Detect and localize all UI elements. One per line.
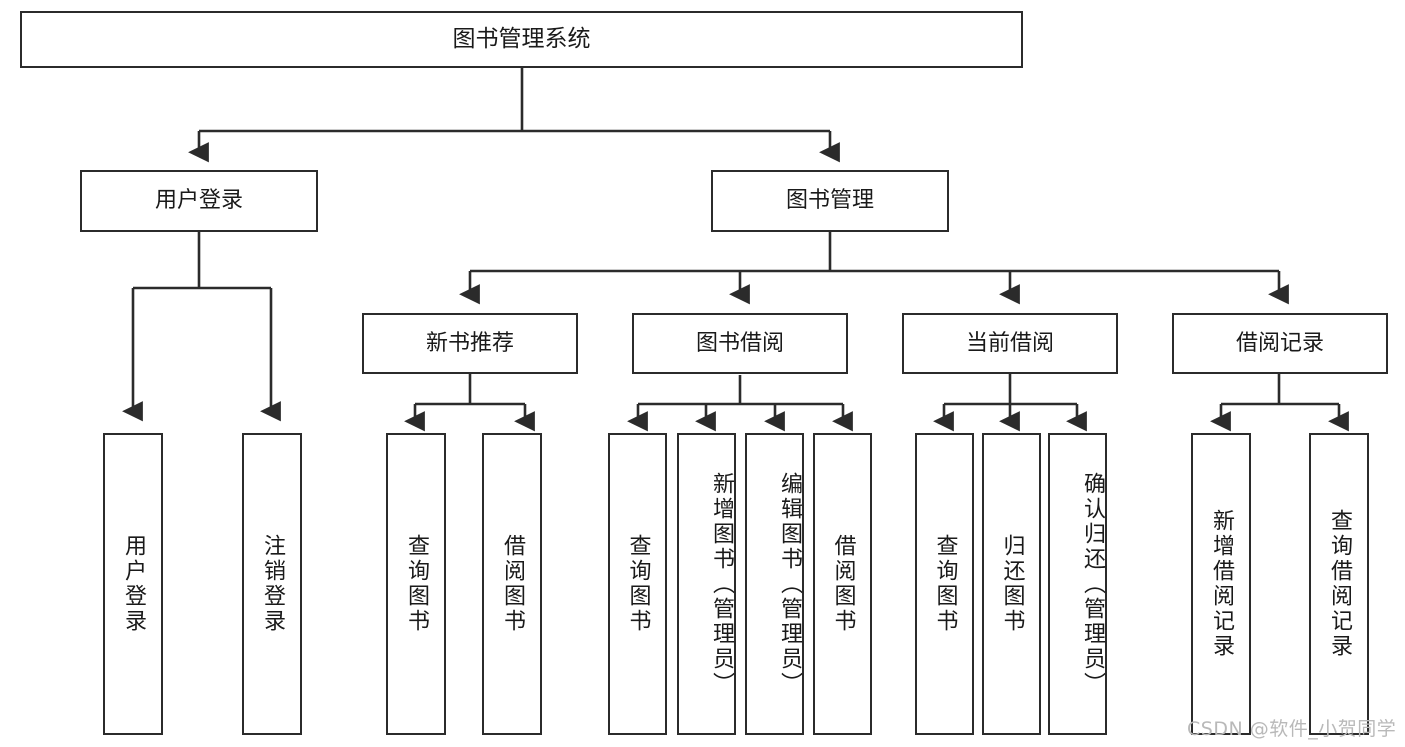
node-new-book-recommend[interactable]: 新书推荐	[362, 313, 578, 374]
node-new-book-recommend-label: 新书推荐	[425, 330, 514, 356]
node-leaf-user-login-label: 用户登录	[120, 534, 146, 634]
node-leaf-add-record-label: 新增借阅记录	[1208, 509, 1234, 659]
node-book-borrow[interactable]: 图书借阅	[632, 313, 848, 374]
node-current-borrow[interactable]: 当前借阅	[902, 313, 1118, 374]
node-leaf-edit-book-label: 编辑图书（管理员）	[777, 471, 802, 697]
node-book-borrow-label: 图书借阅	[695, 330, 784, 356]
node-user-login[interactable]: 用户登录	[80, 170, 318, 232]
node-current-borrow-label: 当前借阅	[965, 330, 1054, 356]
node-leaf-edit-book[interactable]: 编辑图书（管理员）	[745, 433, 804, 735]
node-leaf-query-book-1-label: 查询图书	[403, 534, 429, 634]
node-leaf-query-record[interactable]: 查询借阅记录	[1309, 433, 1369, 735]
node-borrow-record-label: 借阅记录	[1235, 330, 1324, 356]
node-leaf-logout-login-label: 注销登录	[259, 534, 285, 634]
node-book-management-label: 图书管理	[785, 188, 874, 214]
node-leaf-query-book-2-label: 查询图书	[625, 534, 651, 634]
csdn-watermark: CSDN @软件_小贺同学	[1187, 718, 1397, 740]
node-leaf-query-book-3[interactable]: 查询图书	[915, 433, 974, 735]
node-leaf-query-book-1[interactable]: 查询图书	[386, 433, 446, 735]
node-leaf-user-login[interactable]: 用户登录	[103, 433, 163, 735]
node-root[interactable]: 图书管理系统	[20, 11, 1023, 68]
node-user-login-label: 用户登录	[154, 188, 243, 214]
node-leaf-query-record-label: 查询借阅记录	[1326, 509, 1352, 659]
node-root-label: 图书管理系统	[452, 25, 591, 52]
node-leaf-return-book[interactable]: 归还图书	[982, 433, 1041, 735]
node-leaf-add-book[interactable]: 新增图书（管理员）	[677, 433, 736, 735]
node-leaf-query-book-2[interactable]: 查询图书	[608, 433, 667, 735]
node-book-management[interactable]: 图书管理	[711, 170, 949, 232]
node-leaf-borrow-book-2[interactable]: 借阅图书	[813, 433, 872, 735]
node-leaf-add-record[interactable]: 新增借阅记录	[1191, 433, 1251, 735]
node-leaf-query-book-3-label: 查询图书	[932, 534, 958, 634]
node-leaf-return-book-label: 归还图书	[999, 534, 1025, 634]
node-leaf-borrow-book-1[interactable]: 借阅图书	[482, 433, 542, 735]
node-leaf-confirm-return-label: 确认归还（管理员）	[1080, 471, 1105, 697]
node-leaf-logout-login[interactable]: 注销登录	[242, 433, 302, 735]
node-leaf-borrow-book-1-label: 借阅图书	[499, 534, 525, 634]
node-leaf-confirm-return[interactable]: 确认归还（管理员）	[1048, 433, 1107, 735]
node-leaf-add-book-label: 新增图书（管理员）	[709, 471, 734, 697]
node-borrow-record[interactable]: 借阅记录	[1172, 313, 1388, 374]
node-leaf-borrow-book-2-label: 借阅图书	[830, 534, 856, 634]
